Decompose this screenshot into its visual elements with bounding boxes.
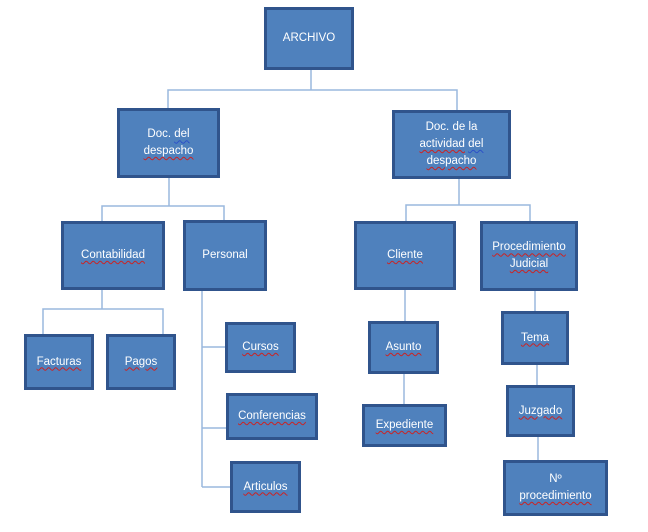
node-cursos[interactable]: Cursos: [225, 322, 296, 373]
node-cliente[interactable]: Cliente: [354, 221, 456, 290]
connector-archivo-children: [167, 70, 458, 110]
node-personal[interactable]: Personal: [183, 220, 267, 291]
node-contabilidad[interactable]: Contabilidad: [61, 221, 165, 290]
node-conferencias[interactable]: Conferencias: [226, 393, 318, 440]
node-pagos[interactable]: Pagos: [106, 334, 176, 390]
node-asunto[interactable]: Asunto: [368, 321, 439, 374]
connector-docactividad-children: [405, 179, 531, 221]
node-archivo[interactable]: ARCHIVO: [264, 7, 354, 70]
connector-personal-children: [201, 291, 230, 488]
connector-docdespacho-children: [101, 178, 225, 221]
connector-contabilidad-children: [42, 290, 164, 334]
node-facturas[interactable]: Facturas: [24, 334, 94, 390]
node-juzgado[interactable]: Juzgado: [506, 385, 575, 437]
node-expediente[interactable]: Expediente: [362, 404, 447, 447]
node-articulos[interactable]: Articulos: [230, 461, 301, 513]
node-tema[interactable]: Tema: [501, 311, 569, 365]
